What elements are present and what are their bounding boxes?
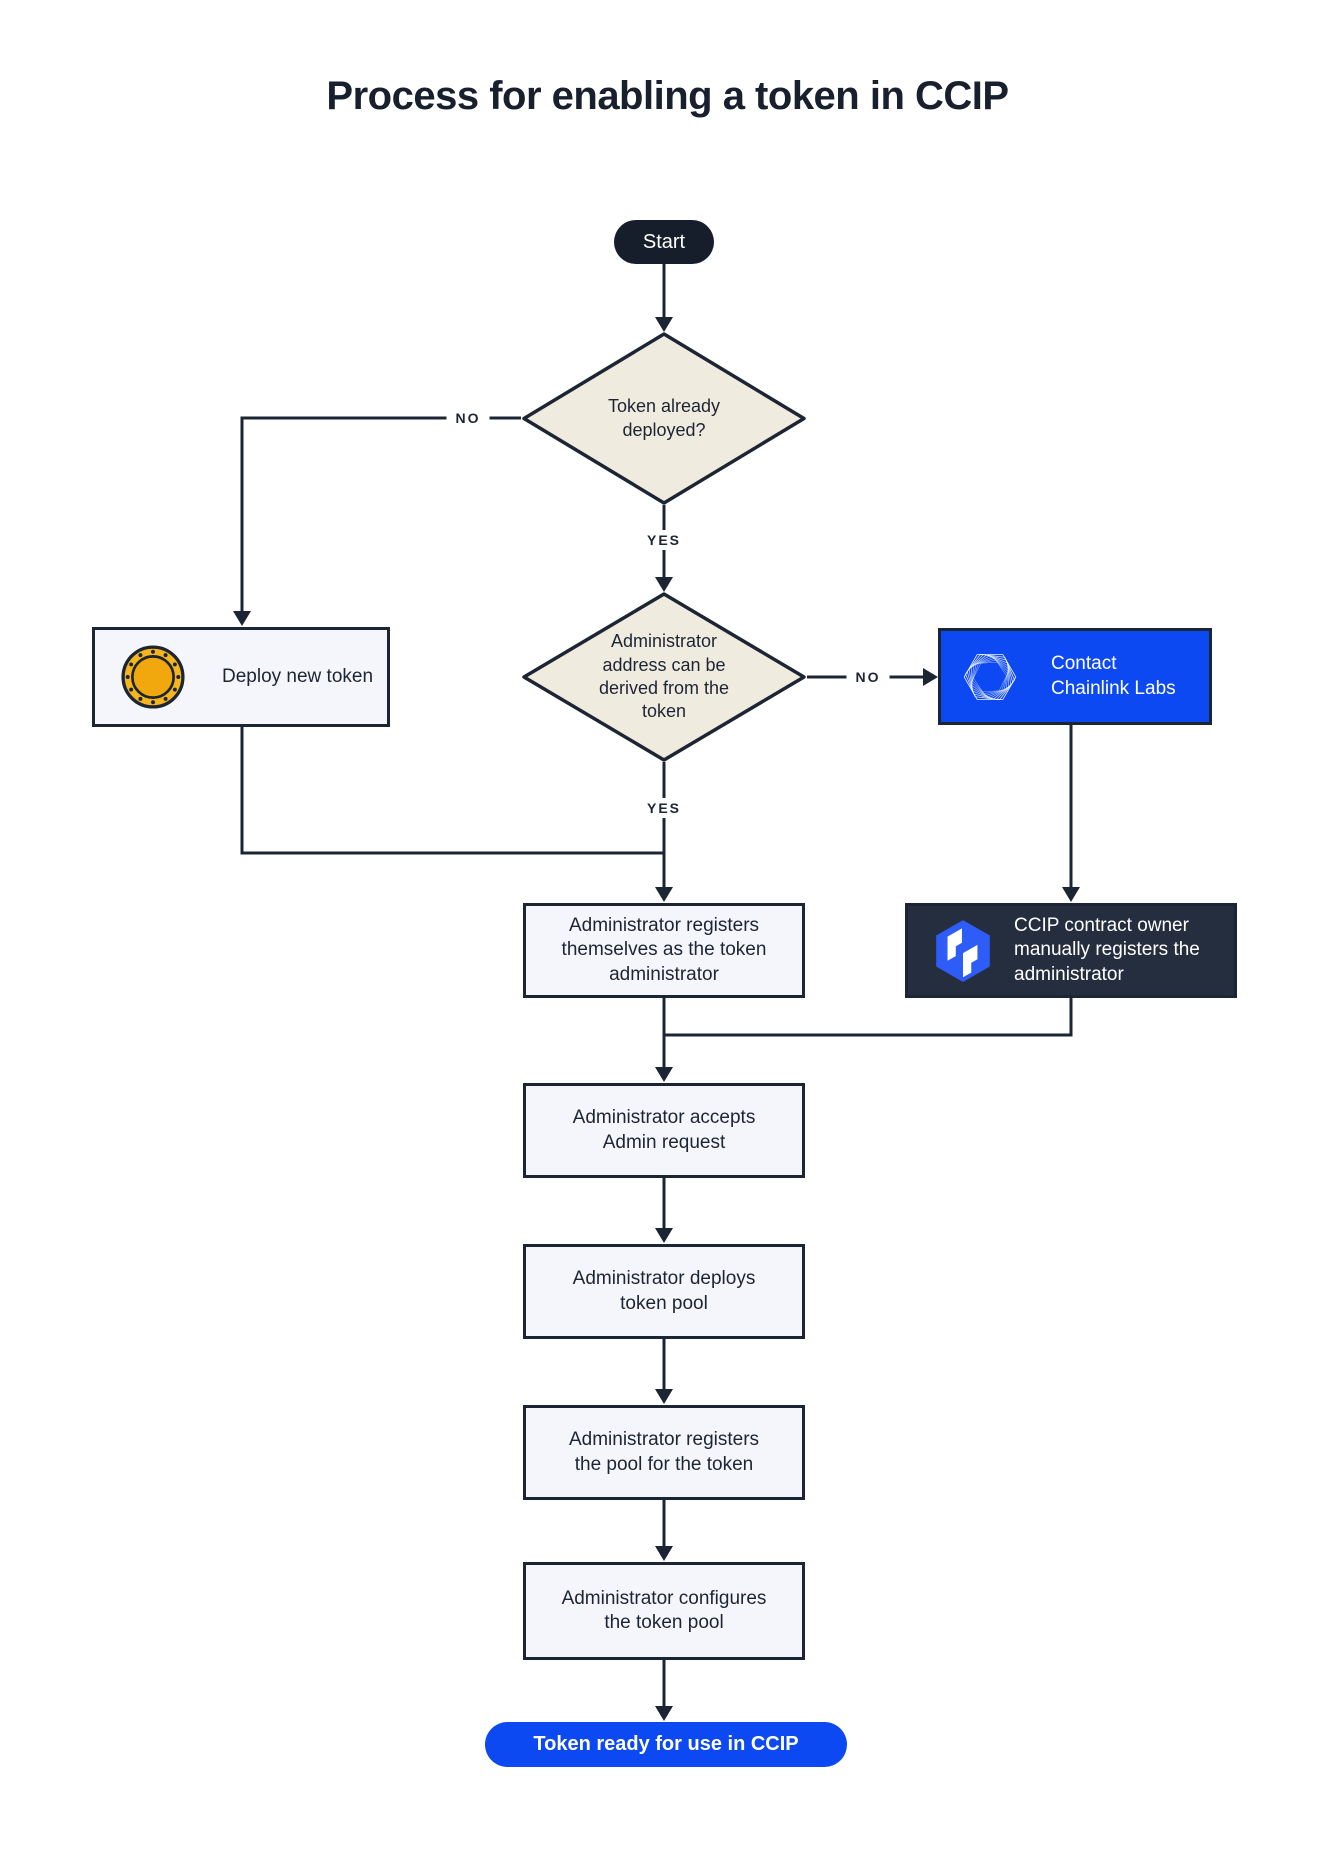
process-label: Administrator registers the pool for the… xyxy=(568,1429,760,1475)
end-label: Token ready for use in CCIP xyxy=(533,1733,799,1755)
process-label: Contact Chainlink Labs xyxy=(1051,653,1176,699)
process-label: Administrator accepts Admin request xyxy=(572,1107,756,1153)
process-admin-registers-self: Administrator registers themselves as th… xyxy=(523,903,805,998)
start-label: Start xyxy=(642,230,686,253)
edge-start-to-question1 xyxy=(655,264,673,332)
process-label: Deploy new token xyxy=(222,665,374,687)
process-label: CCIP contract owner manually registers t… xyxy=(1014,915,1200,985)
diamond-shape xyxy=(522,332,806,505)
edge-label-no-2: NO xyxy=(846,667,890,687)
process-label: Administrator deploys token pool xyxy=(572,1268,756,1314)
decision-label: Administrator address can be derived fro… xyxy=(598,631,730,722)
process-admin-registers-pool: Administrator registers the pool for the… xyxy=(523,1405,805,1500)
process-admin-accepts-request: Administrator accepts Admin request xyxy=(523,1083,805,1178)
edge-contact-to-ccip-owner xyxy=(1062,725,1080,902)
coin-icon xyxy=(120,644,186,710)
process-label: Administrator registers themselves as th… xyxy=(561,915,767,985)
decision-admin-address-derivable: Administrator address can be derived fro… xyxy=(521,592,807,762)
process-contact-chainlink-labs: Contact Chainlink Labs xyxy=(938,628,1212,725)
chainlink-labs-icon xyxy=(959,646,1021,708)
decision-token-already-deployed: Token already deployed? xyxy=(521,332,807,505)
edge-question1-no-to-deploy xyxy=(233,416,521,626)
process-ccip-owner-registers: CCIP contract owner manually registers t… xyxy=(905,903,1237,998)
decision-label: Token already deployed? xyxy=(607,396,721,440)
edge-label-yes-2: YES xyxy=(637,798,691,818)
diamond-shape xyxy=(522,592,806,762)
edge-label-no-1: NO xyxy=(446,408,490,428)
edge-label-yes-1: YES xyxy=(637,530,691,550)
process-admin-deploys-pool: Administrator deploys token pool xyxy=(523,1244,805,1339)
page-title: Process for enabling a token in CCIP xyxy=(326,74,1009,118)
ccip-logo-icon xyxy=(930,918,996,984)
process-deploy-new-token: Deploy new token xyxy=(92,627,390,727)
edge-registers-to-configures xyxy=(655,1500,673,1561)
edge-deploys-to-registers-pool xyxy=(655,1339,673,1404)
edge-merge-to-accepts xyxy=(655,998,1073,1082)
start-node: Start xyxy=(614,220,714,264)
end-token-ready: Token ready for use in CCIP xyxy=(485,1722,847,1767)
process-admin-configures-pool: Administrator configures the token pool xyxy=(523,1562,805,1660)
process-label: Administrator configures the token pool xyxy=(561,1587,767,1633)
edge-accepts-to-deploys-pool xyxy=(655,1178,673,1243)
edge-configures-to-ready xyxy=(655,1660,673,1721)
